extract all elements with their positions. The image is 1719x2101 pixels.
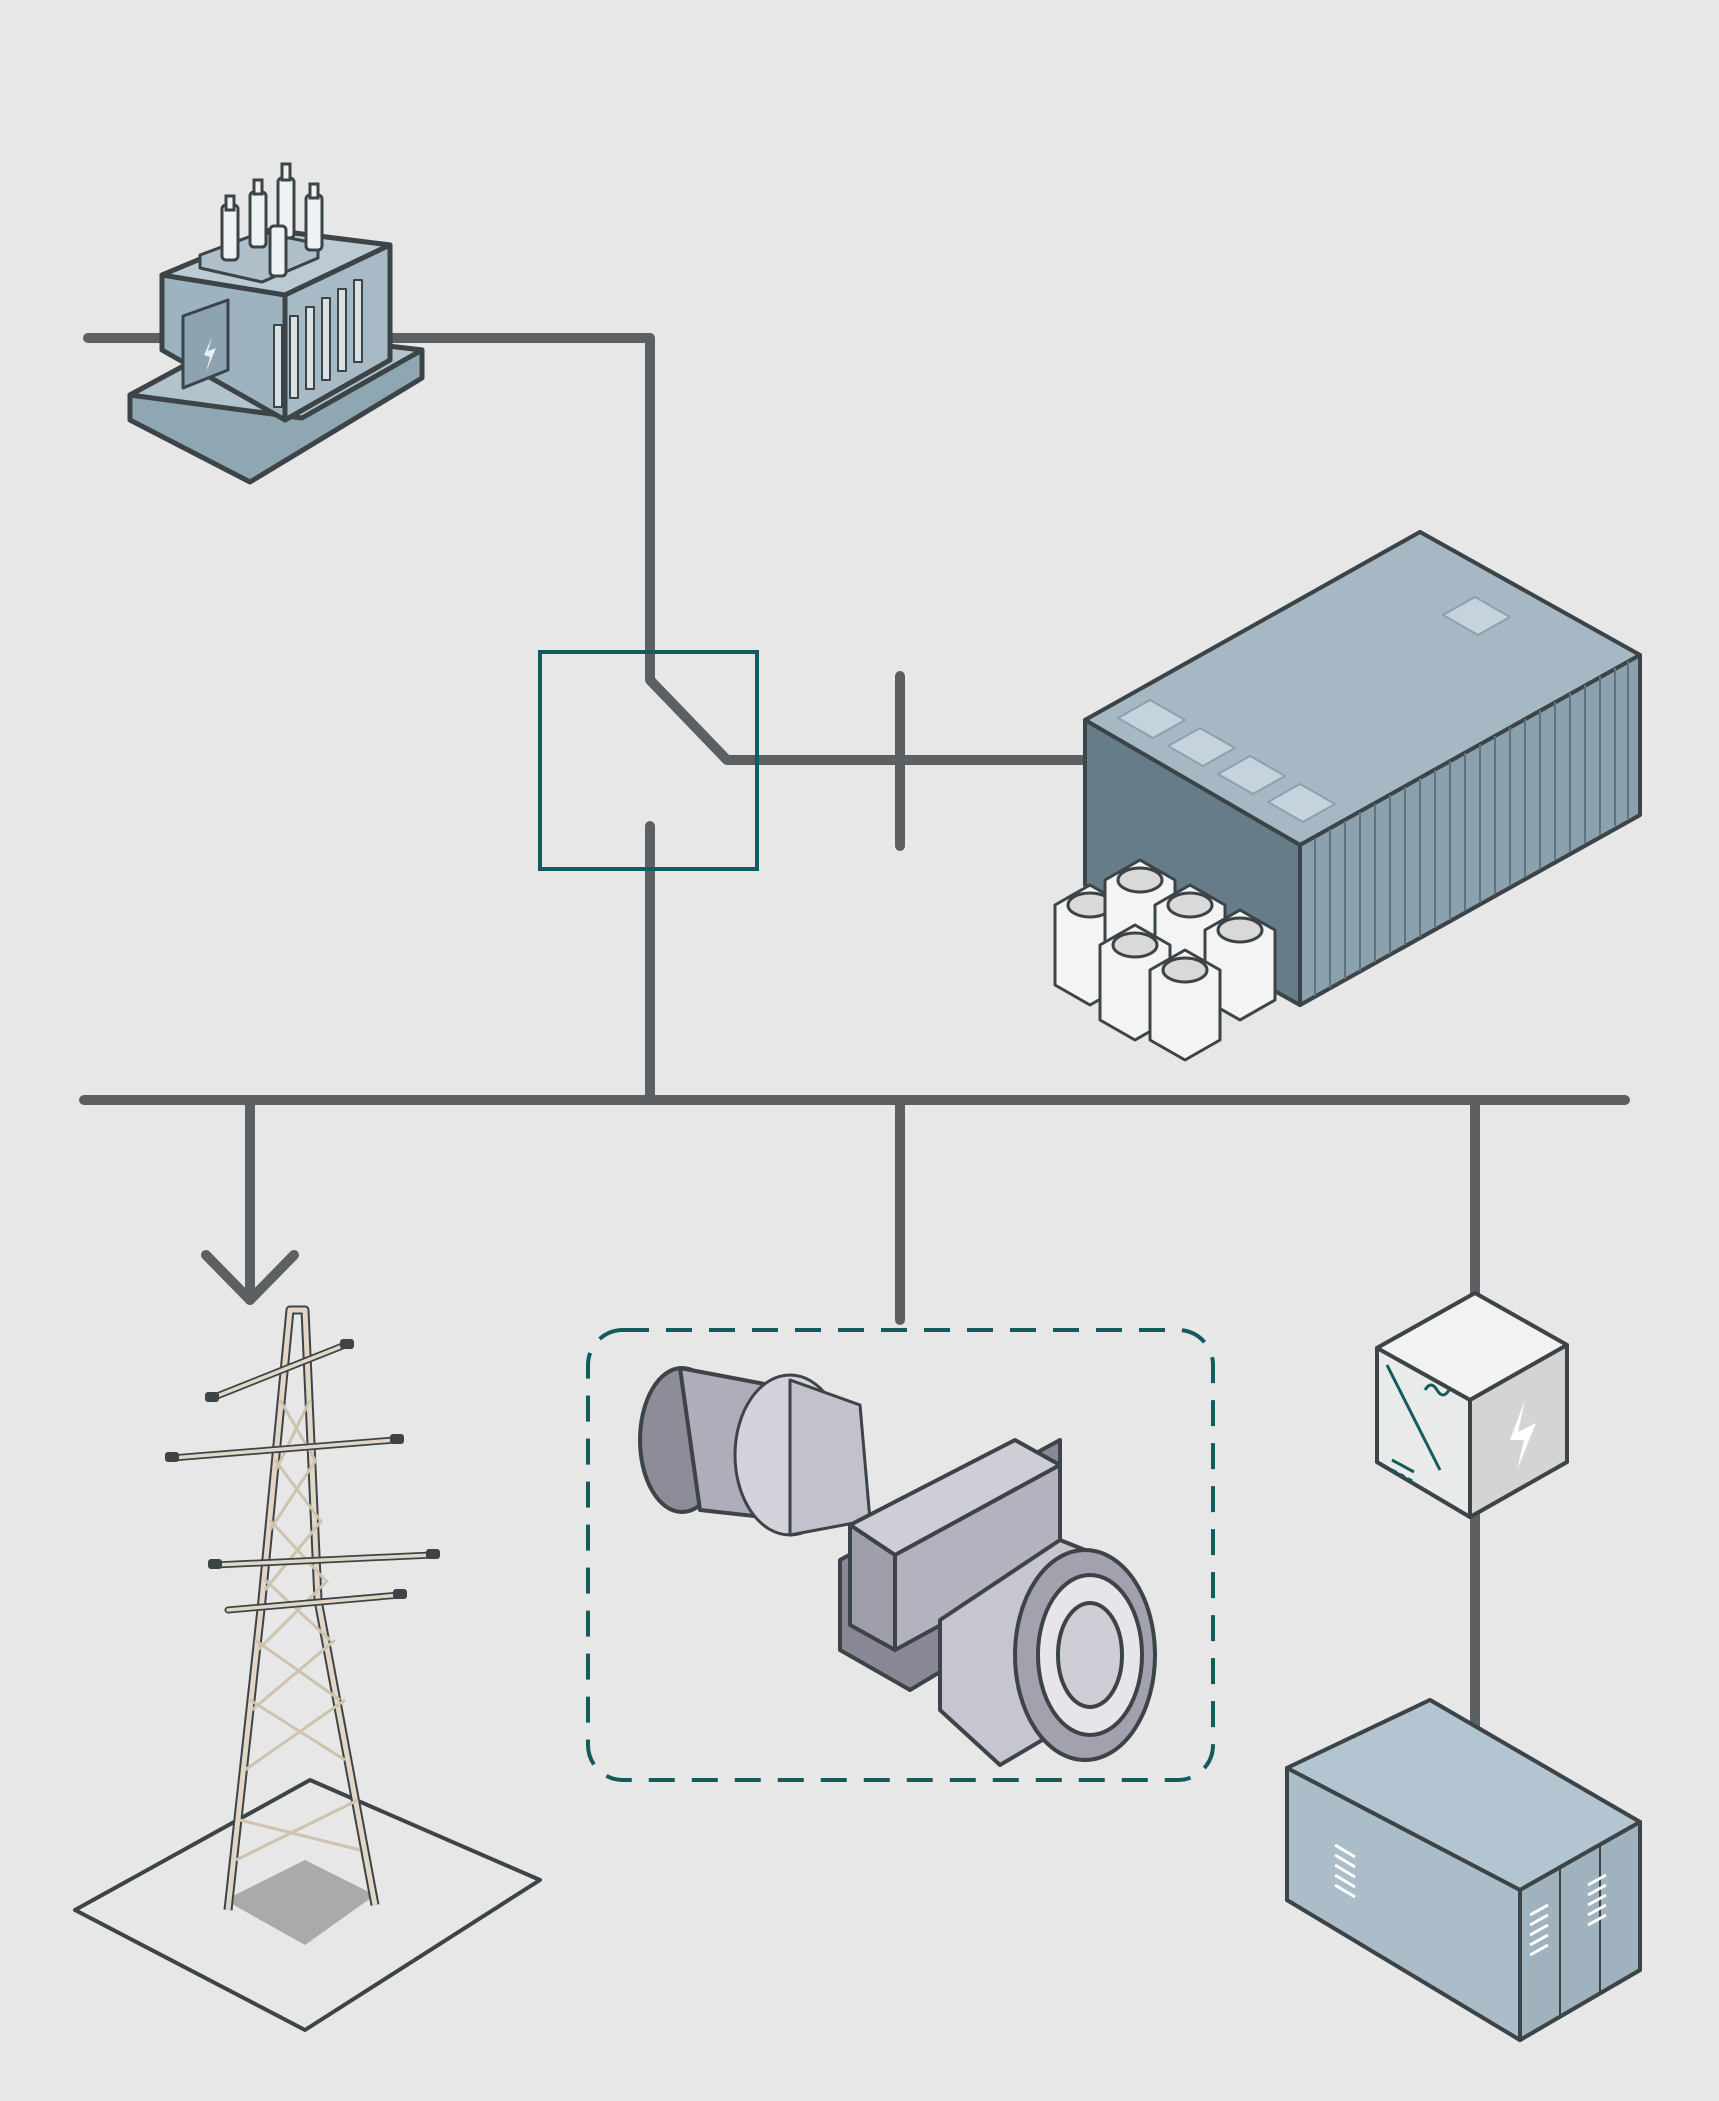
turbine-frame	[586, 1328, 1215, 1782]
chiller-unit	[1148, 948, 1222, 1062]
transformer-bushings	[220, 162, 324, 278]
data-center-container-icon	[1083, 530, 1642, 1007]
chiller-units-icon	[1053, 858, 1277, 1062]
inverter-icon	[1375, 1291, 1569, 1519]
transmission-tower-icon	[73, 1305, 542, 2032]
chiller-unit	[1203, 908, 1277, 1022]
battery-storage-icon	[1285, 1698, 1642, 2042]
export-arrow-icon	[201, 1250, 299, 1305]
transfer-switch-icon	[538, 650, 759, 871]
gas-turbine-generator-icon	[638, 1366, 1157, 1767]
